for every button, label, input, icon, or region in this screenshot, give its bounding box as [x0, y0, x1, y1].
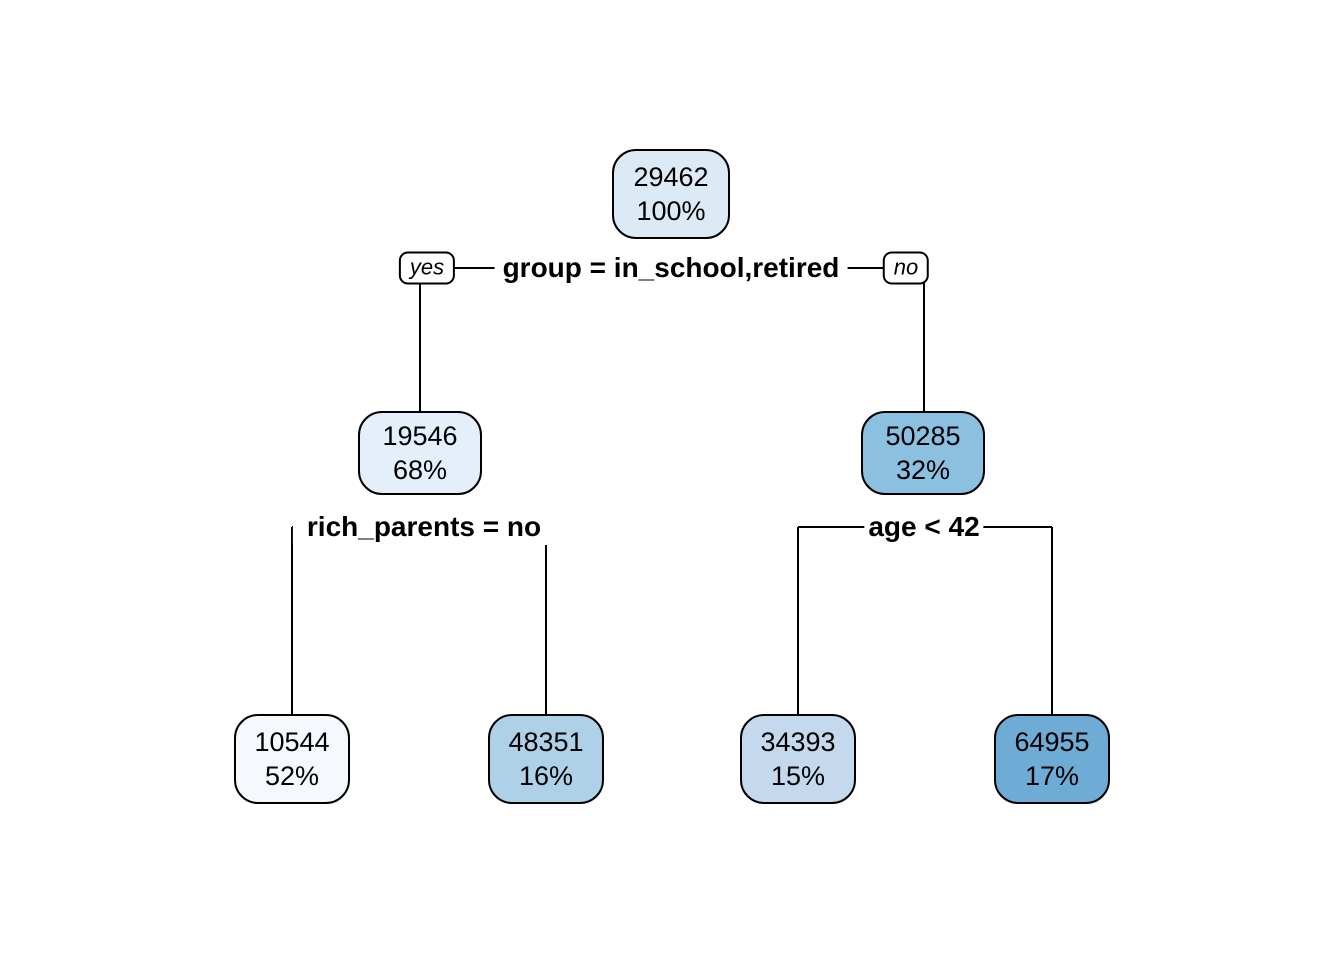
split-condition-left: rich_parents = no [292, 509, 556, 545]
node-value: 10544 [254, 727, 330, 757]
split-condition-right: age < 42 [864, 509, 984, 545]
node-value: 48351 [508, 727, 584, 757]
leaf-node-4: 64955 17% [994, 714, 1110, 804]
node-value: 50285 [885, 421, 961, 451]
root-node: 29462 100% [612, 149, 730, 239]
leaf-node-3: 34393 15% [740, 714, 856, 804]
node-percent: 32% [895, 455, 951, 485]
node-percent: 16% [518, 761, 574, 791]
leaf-node-1: 10544 52% [234, 714, 350, 804]
leaf-node-2: 48351 16% [488, 714, 604, 804]
yes-branch-badge: yes [398, 251, 456, 285]
split-condition-root: group = in_school,retired [494, 250, 848, 286]
node-percent: 68% [392, 455, 448, 485]
internal-node-no: 50285 32% [861, 411, 985, 495]
node-value: 19546 [382, 421, 458, 451]
node-percent: 17% [1024, 761, 1080, 791]
node-percent: 15% [770, 761, 826, 791]
no-branch-badge: no [882, 251, 930, 285]
node-value: 34393 [760, 727, 836, 757]
node-percent: 100% [636, 196, 706, 226]
node-value: 29462 [633, 162, 709, 192]
node-percent: 52% [264, 761, 320, 791]
internal-node-yes: 19546 68% [358, 411, 482, 495]
node-value: 64955 [1014, 727, 1090, 757]
